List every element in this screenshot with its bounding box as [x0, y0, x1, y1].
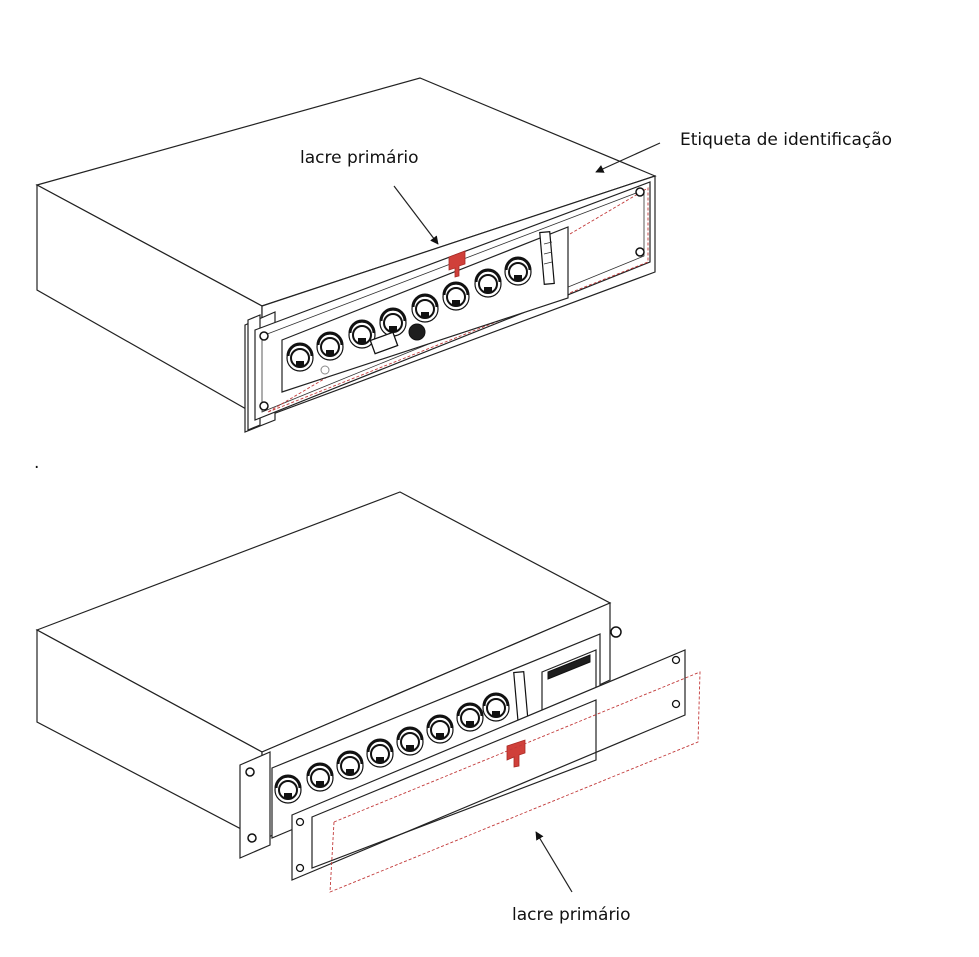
top-unit: [35, 77, 657, 433]
bottom-seal-arrow: [535, 831, 573, 893]
top-identification-label: Etiqueta de identificação: [680, 130, 892, 150]
bottom-label-sheet: [329, 671, 701, 893]
top-label-outline: [267, 187, 649, 413]
top-label-arrow: [595, 142, 661, 173]
stray-dot: .: [34, 453, 39, 473]
bottom-unit: [35, 491, 622, 859]
bottom-front-panel: [291, 649, 686, 881]
top-primary-seal: [448, 250, 466, 278]
bottom-primary-seal: [506, 739, 526, 768]
top-seal-label: lacre primário: [300, 148, 419, 168]
top-seal-arrow: [393, 185, 439, 245]
bottom-seal-label: lacre primário: [512, 905, 631, 925]
